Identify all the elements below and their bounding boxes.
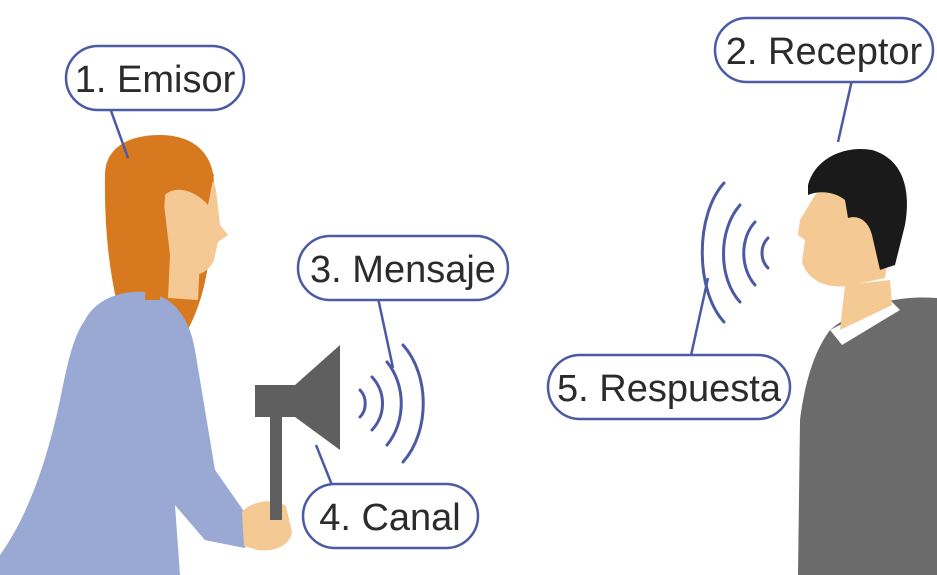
message-wave-4 — [401, 343, 425, 464]
woman-hand — [242, 501, 292, 551]
message-wave-1 — [358, 388, 367, 419]
label-canal: 4. Canal — [301, 482, 480, 550]
message-wave-2 — [370, 375, 384, 432]
response-wave-1 — [760, 236, 770, 270]
response-waves — [700, 181, 770, 324]
woman-face — [160, 165, 228, 276]
man-suit — [798, 297, 937, 575]
label-respuesta: 5. Respuesta — [546, 353, 792, 421]
response-wave-3 — [722, 203, 742, 304]
man-ear — [856, 221, 870, 248]
message-wave-3 — [385, 360, 403, 447]
man-hair — [808, 148, 907, 270]
label-canal-text: 4. Canal — [319, 497, 461, 539]
man-figure — [798, 148, 937, 575]
connector-respuesta — [688, 277, 710, 361]
connector-canal — [314, 444, 334, 486]
label-emisor-pill — [64, 44, 246, 112]
label-canal-pill — [301, 482, 480, 550]
label-receptor: 2. Receptor — [713, 16, 935, 84]
label-emisor: 1. Emisor — [64, 44, 246, 112]
woman-arm — [150, 420, 250, 548]
label-respuesta-pill — [546, 353, 792, 421]
woman-figure — [0, 135, 292, 575]
megaphone-icon — [255, 345, 340, 520]
label-receptor-pill — [713, 16, 935, 84]
message-waves — [358, 343, 425, 464]
response-wave-2 — [742, 220, 757, 287]
label-respuesta-text: 5. Respuesta — [557, 368, 782, 410]
man-collar — [830, 300, 900, 345]
megaphone-body — [255, 385, 299, 417]
connector-lines — [108, 79, 854, 486]
connector-emisor — [108, 107, 130, 159]
megaphone-horn — [295, 345, 340, 450]
man-neck — [840, 280, 892, 330]
connector-mensaje — [376, 297, 395, 369]
connector-receptor — [836, 79, 854, 143]
woman-hair-front — [145, 152, 214, 300]
response-wave-4 — [700, 181, 726, 324]
label-mensaje-text: 3. Mensaje — [310, 249, 496, 291]
label-mensaje: 3. Mensaje — [296, 234, 510, 302]
label-mensaje-pill — [296, 234, 510, 302]
label-receptor-text: 2. Receptor — [726, 31, 923, 73]
label-emisor-text: 1. Emisor — [75, 59, 236, 101]
megaphone-pole — [270, 412, 282, 520]
